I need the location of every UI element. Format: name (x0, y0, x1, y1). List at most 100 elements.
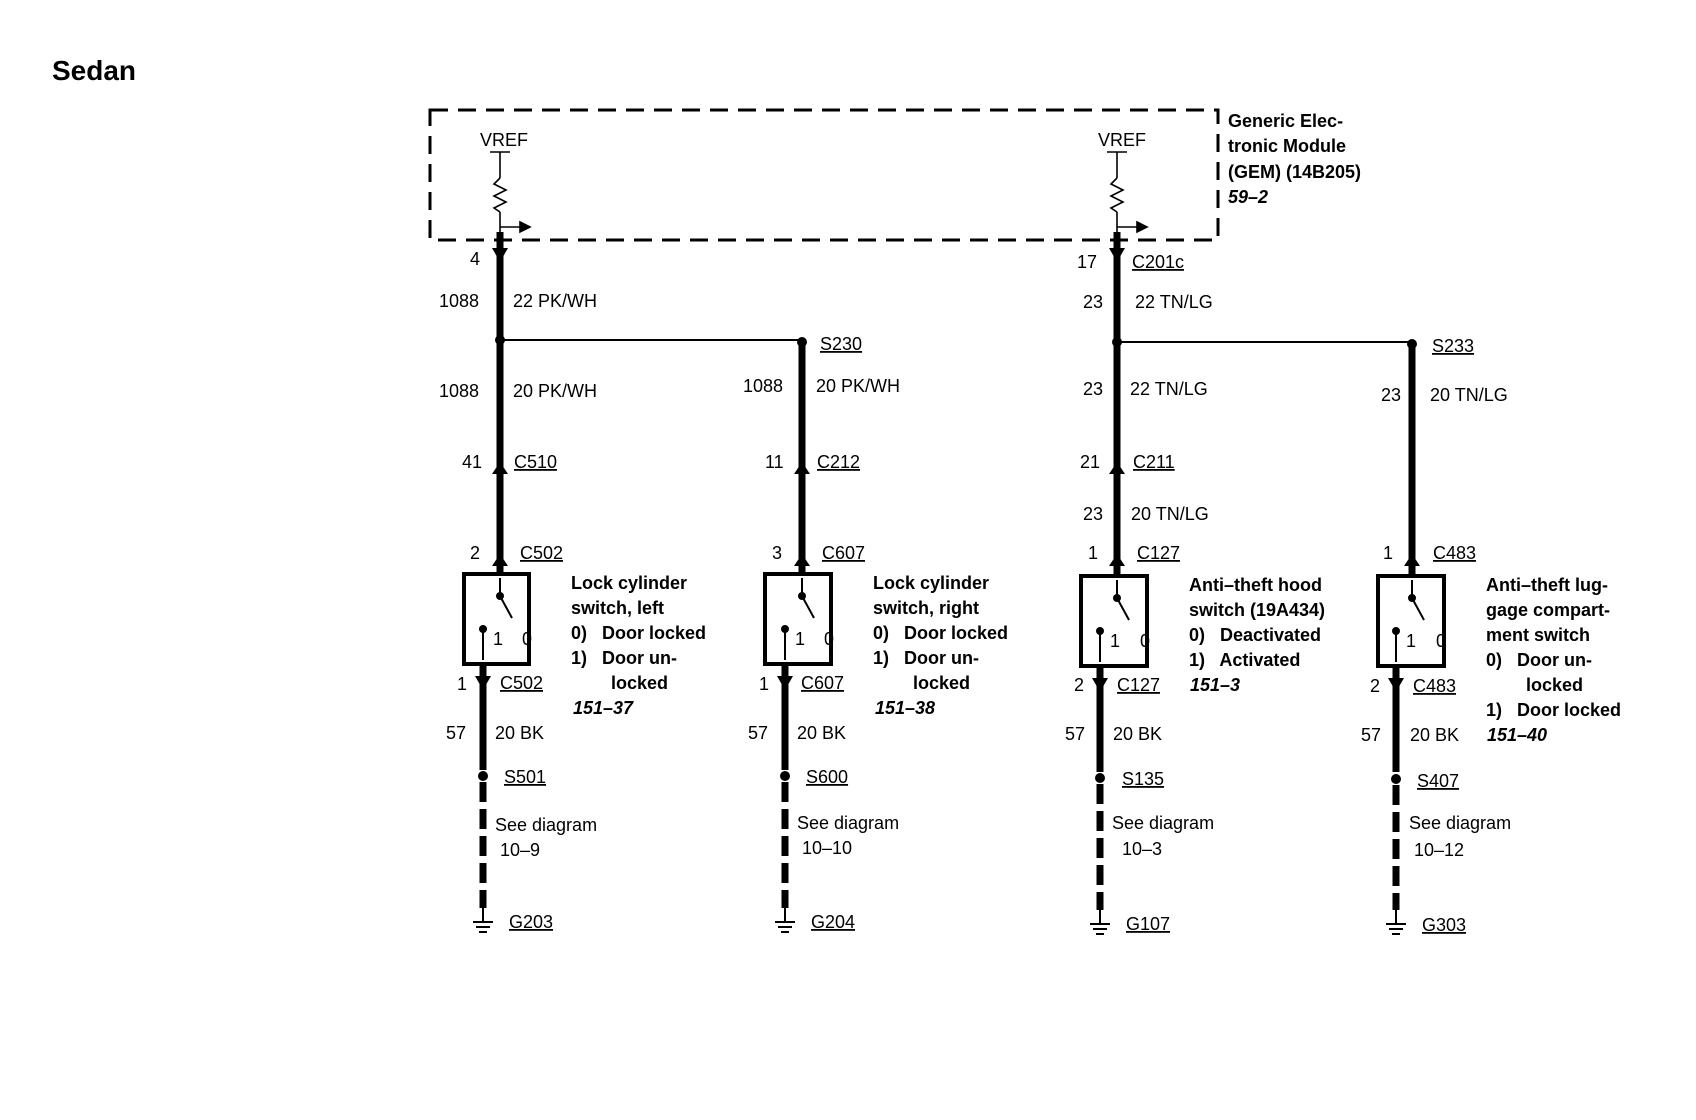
col4-ground-connector-icon (1388, 678, 1404, 692)
gem-title-line-3: (GEM) (14B205) (1228, 162, 1361, 182)
col2-desc-4: 1) Door un- (873, 648, 979, 668)
col3-inline-pin: 21 (1080, 452, 1100, 472)
col3-wire-mid: 22 TN/LG (1130, 379, 1208, 399)
col2-circuit-mid: 1088 (743, 376, 783, 396)
gem-ref: 59–2 (1228, 187, 1268, 207)
col1-gnd-conn: C502 (500, 673, 543, 693)
col1-pos0: 0 (522, 629, 532, 649)
col1-switch-connector-icon (492, 554, 508, 566)
col1-desc-2: switch, left (571, 598, 664, 618)
col2-desc-3: 0) Door locked (873, 623, 1008, 643)
col3-gnd-wire: 20 BK (1113, 724, 1162, 744)
col2-ground-connector-icon (777, 676, 793, 690)
col1-desc-1: Lock cylinder (571, 573, 687, 593)
wire-top-right: 22 TN/LG (1135, 292, 1213, 312)
splice-s230-left-dot (495, 335, 505, 345)
col2-gnd-pin: 1 (759, 674, 769, 694)
col2-splice: S600 (806, 767, 848, 787)
col3-desc-1: Anti–theft hood (1189, 575, 1322, 595)
col1-inline-pin: 41 (462, 452, 482, 472)
gem-title-line-2: tronic Module (1228, 136, 1346, 156)
splice-s233-dot (1407, 339, 1417, 349)
col4-splice: S407 (1417, 771, 1459, 791)
col2-desc-2: switch, right (873, 598, 979, 618)
col2-inline-conn: C212 (817, 452, 860, 472)
col3-circuit-mid: 23 (1083, 379, 1103, 399)
vref-left-resistor-icon (490, 151, 532, 234)
splice-s230-label: S230 (820, 334, 862, 354)
col1-inline-connector-icon (492, 462, 508, 474)
col1-ground-connector-icon (475, 676, 491, 690)
col4-gnd-conn: C483 (1413, 676, 1456, 696)
col3-see-ref: 10–3 (1122, 839, 1162, 859)
col4-gnd-circuit: 57 (1361, 725, 1381, 745)
col1-see: See diagram (495, 815, 597, 835)
pin-top-left: 4 (470, 249, 480, 269)
pin-top-right: 17 (1077, 252, 1097, 272)
col1-switch-box (462, 572, 531, 666)
col2-splice-dot (780, 771, 790, 781)
gem-module-box (428, 108, 1220, 242)
col3-splice-dot (1095, 773, 1105, 783)
column-1: 1088 20 PK/WH 41 C510 2 C502 1 0 Lock cy… (439, 381, 706, 933)
circuit-top-left: 1088 (439, 291, 479, 311)
column-4: 23 20 TN/LG 1 C483 1 0 Anti–theft lug- g… (1361, 385, 1621, 935)
col1-pos1: 1 (493, 629, 503, 649)
col1-gnd-circuit: 57 (446, 723, 466, 743)
col4-switch-icon (1392, 580, 1425, 662)
col1-desc-3: 0) Door locked (571, 623, 706, 643)
col1-ground: G203 (509, 912, 553, 932)
vref-right-label: VREF (1098, 130, 1146, 150)
col2-gnd-wire: 20 BK (797, 723, 846, 743)
col4-switch-conn: C483 (1433, 543, 1476, 563)
col2-gnd-conn: C607 (801, 673, 844, 693)
circuit-top-right: 23 (1083, 292, 1103, 312)
col1-see-ref: 10–9 (500, 840, 540, 860)
col3-desc-4: 1) Activated (1189, 650, 1300, 670)
col4-desc-3: ment switch (1486, 625, 1590, 645)
col3-extra-wire: 20 TN/LG (1131, 504, 1209, 524)
col4-desc-1: Anti–theft lug- (1486, 575, 1608, 595)
col4-pos0: 0 (1436, 631, 1446, 651)
gem-title-line-1: Generic Elec- (1228, 111, 1343, 131)
col3-ground-connector-icon (1092, 678, 1108, 692)
connector-pin-17-icon (1109, 248, 1125, 262)
col2-switch-conn: C607 (822, 543, 865, 563)
col4-ground: G303 (1422, 915, 1466, 935)
vref-left-label: VREF (480, 130, 528, 150)
col4-desc-4: 0) Door un- (1486, 650, 1592, 670)
col1-switch-conn: C502 (520, 543, 563, 563)
col3-switch-conn: C127 (1137, 543, 1180, 563)
col2-desc-1: Lock cylinder (873, 573, 989, 593)
col3-switch-icon (1096, 580, 1130, 662)
col1-inline-conn: C510 (514, 452, 557, 472)
col2-inline-connector-icon (794, 462, 810, 474)
col1-switch-pin: 2 (470, 543, 480, 563)
col3-see: See diagram (1112, 813, 1214, 833)
col2-switch-connector-icon (794, 554, 810, 566)
col3-splice: S135 (1122, 769, 1164, 789)
col2-wire-mid: 20 PK/WH (816, 376, 900, 396)
vref-right-resistor-icon (1107, 151, 1149, 234)
col4-switch-connector-icon (1404, 554, 1420, 566)
col1-splice: S501 (504, 767, 546, 787)
col2-see-ref: 10–10 (802, 838, 852, 858)
col4-gnd-wire: 20 BK (1410, 725, 1459, 745)
col2-ref: 151–38 (875, 698, 935, 718)
col3-switch-box (1079, 574, 1149, 668)
col3-gnd-conn: C127 (1117, 675, 1160, 695)
col4-desc-5: locked (1486, 675, 1583, 695)
col2-gnd-circuit: 57 (748, 723, 768, 743)
col1-splice-dot (478, 771, 488, 781)
col2-switch-icon (781, 578, 815, 660)
col2-switch-box (763, 572, 833, 666)
connector-pin-4-icon (492, 248, 508, 262)
col3-inline-conn: C211 (1133, 452, 1175, 472)
col4-circuit-mid: 23 (1381, 385, 1401, 405)
col3-switch-connector-icon (1109, 554, 1125, 566)
col2-pos0: 0 (824, 629, 834, 649)
col1-gnd-pin: 1 (457, 674, 467, 694)
column-2: 1088 20 PK/WH 11 C212 3 C607 1 0 Lock cy… (743, 376, 1008, 933)
col4-ref: 151–40 (1487, 725, 1547, 745)
